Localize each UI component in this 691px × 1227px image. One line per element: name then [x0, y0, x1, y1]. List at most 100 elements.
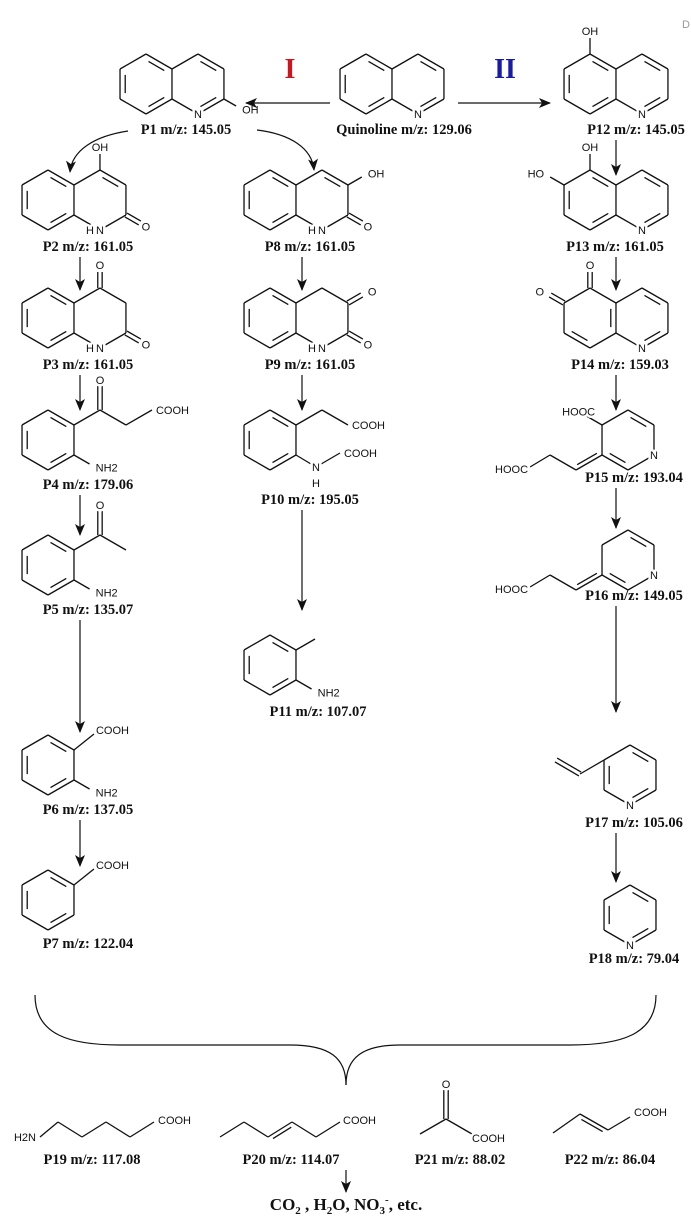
- carbonyl-bond: [346, 292, 362, 302]
- ring-bond: [589, 98, 617, 115]
- ring-bond: [47, 534, 75, 551]
- substituent-label: NH2: [96, 788, 118, 800]
- ring-bond: [47, 734, 75, 751]
- convergence-brace-left: [34, 994, 347, 1086]
- ring-bond: [269, 332, 297, 349]
- ring-bond: [641, 214, 669, 231]
- ring-bond: [99, 332, 127, 349]
- chain-bond: [529, 454, 551, 468]
- chain-bond: [529, 574, 551, 588]
- ring-bond: [391, 98, 419, 115]
- ring-bond: [589, 287, 617, 304]
- chain-bond: [105, 1121, 131, 1138]
- chain-bond: [419, 1118, 447, 1135]
- cooh-label: COOH: [472, 1133, 505, 1145]
- ring-double-bond: [644, 330, 661, 342]
- ring-bond: [589, 214, 617, 231]
- ring-bond: [563, 169, 591, 186]
- chain-double-bond: [272, 1126, 292, 1140]
- ring-bond: [615, 214, 643, 231]
- ring-bond: [269, 169, 297, 186]
- chain-bond: [549, 574, 577, 591]
- compound-label-p14: P14 m/z: 159.03: [571, 357, 669, 373]
- compound-label-p4: P4 m/z: 179.06: [43, 477, 134, 493]
- carbonyl-bond: [126, 212, 142, 222]
- final-products: CO2 , H2O, NO3-, etc.: [270, 1194, 422, 1217]
- chain-bond: [575, 574, 603, 591]
- ring-bond: [47, 214, 75, 231]
- substituent-label: NH2: [96, 588, 118, 600]
- ring-bond: [21, 454, 49, 471]
- ring-double-bond: [644, 60, 661, 72]
- substituent-bond: [73, 779, 90, 790]
- substituent-label: NH2: [318, 688, 340, 700]
- substituent-label: O: [96, 260, 105, 272]
- ring-bond: [601, 454, 629, 471]
- convergence-brace-right: [345, 994, 657, 1086]
- substituent-label: O: [536, 287, 545, 299]
- ring-bond: [627, 454, 655, 471]
- ring-bond: [47, 287, 75, 304]
- ring-bond: [145, 98, 173, 115]
- compound-label-p3: P3 m/z: 161.05: [43, 357, 134, 373]
- ring-double-bond: [50, 876, 67, 888]
- ring-bond: [563, 98, 591, 115]
- ring-bond: [47, 579, 75, 596]
- ring-bond: [145, 53, 173, 70]
- ring-bond: [47, 409, 75, 426]
- ring-bond: [21, 579, 49, 596]
- ring-bond: [47, 169, 75, 186]
- ring-bond: [119, 53, 147, 70]
- ring-bond: [321, 214, 349, 231]
- ring-bond: [269, 634, 297, 651]
- ring-bond: [601, 409, 629, 426]
- ring-bond: [243, 287, 271, 304]
- ring-bond: [243, 214, 271, 231]
- compound-label-p9: P9 m/z: 161.05: [265, 357, 356, 373]
- chain-bond: [295, 454, 317, 468]
- ring-bond: [641, 53, 669, 70]
- ring-double-bond: [609, 572, 626, 584]
- ring-bond: [243, 679, 271, 696]
- ring-bond: [197, 98, 225, 115]
- nitrogen-label: N: [312, 462, 320, 474]
- ring-bond: [119, 98, 147, 115]
- compound-label-p7: P7 m/z: 122.04: [43, 936, 134, 952]
- ring-bond: [269, 409, 297, 426]
- chain-bond: [607, 1116, 631, 1131]
- ring-double-bond: [50, 294, 67, 306]
- pathway-II-label: II: [494, 54, 516, 85]
- chain-bond: [295, 409, 323, 426]
- chain-bond: [39, 1121, 59, 1138]
- ring-bond: [603, 884, 631, 901]
- substituent-bond: [73, 454, 90, 465]
- nitrogen-label: N: [96, 343, 104, 355]
- chain-double-bond: [576, 452, 598, 466]
- nitrogen-label: N: [414, 109, 422, 121]
- substituent-bond: [295, 679, 312, 690]
- ring-bond: [243, 332, 271, 349]
- ring-double-bond: [102, 176, 119, 188]
- compound-label-p10: P10 m/z: 195.05: [261, 492, 359, 508]
- ring-bond: [73, 214, 101, 231]
- chain-bond: [73, 409, 101, 426]
- ring-bond: [243, 454, 271, 471]
- cooh-label: COOH: [158, 1115, 191, 1127]
- ring-bond: [563, 214, 591, 231]
- chain-bond: [125, 409, 153, 426]
- chain-bond: [267, 1121, 293, 1138]
- chain-bond: [291, 1121, 317, 1138]
- substituent-bond: [584, 414, 603, 426]
- ring-bond: [269, 454, 297, 471]
- ring-bond: [295, 287, 323, 304]
- oxygen-label: O: [96, 500, 105, 512]
- nitrogen-label: N: [318, 343, 326, 355]
- compound-label-p16: P16 m/z: 149.05: [585, 588, 683, 604]
- carbonyl-bond: [348, 330, 364, 340]
- compound-label-p1: P1 m/z: 145.05: [141, 122, 232, 138]
- chain-bond: [549, 454, 577, 471]
- substituent-bond: [73, 868, 95, 886]
- ring-double-bond: [420, 96, 437, 108]
- compound-label-p12: P12 m/z: 145.05: [587, 122, 685, 138]
